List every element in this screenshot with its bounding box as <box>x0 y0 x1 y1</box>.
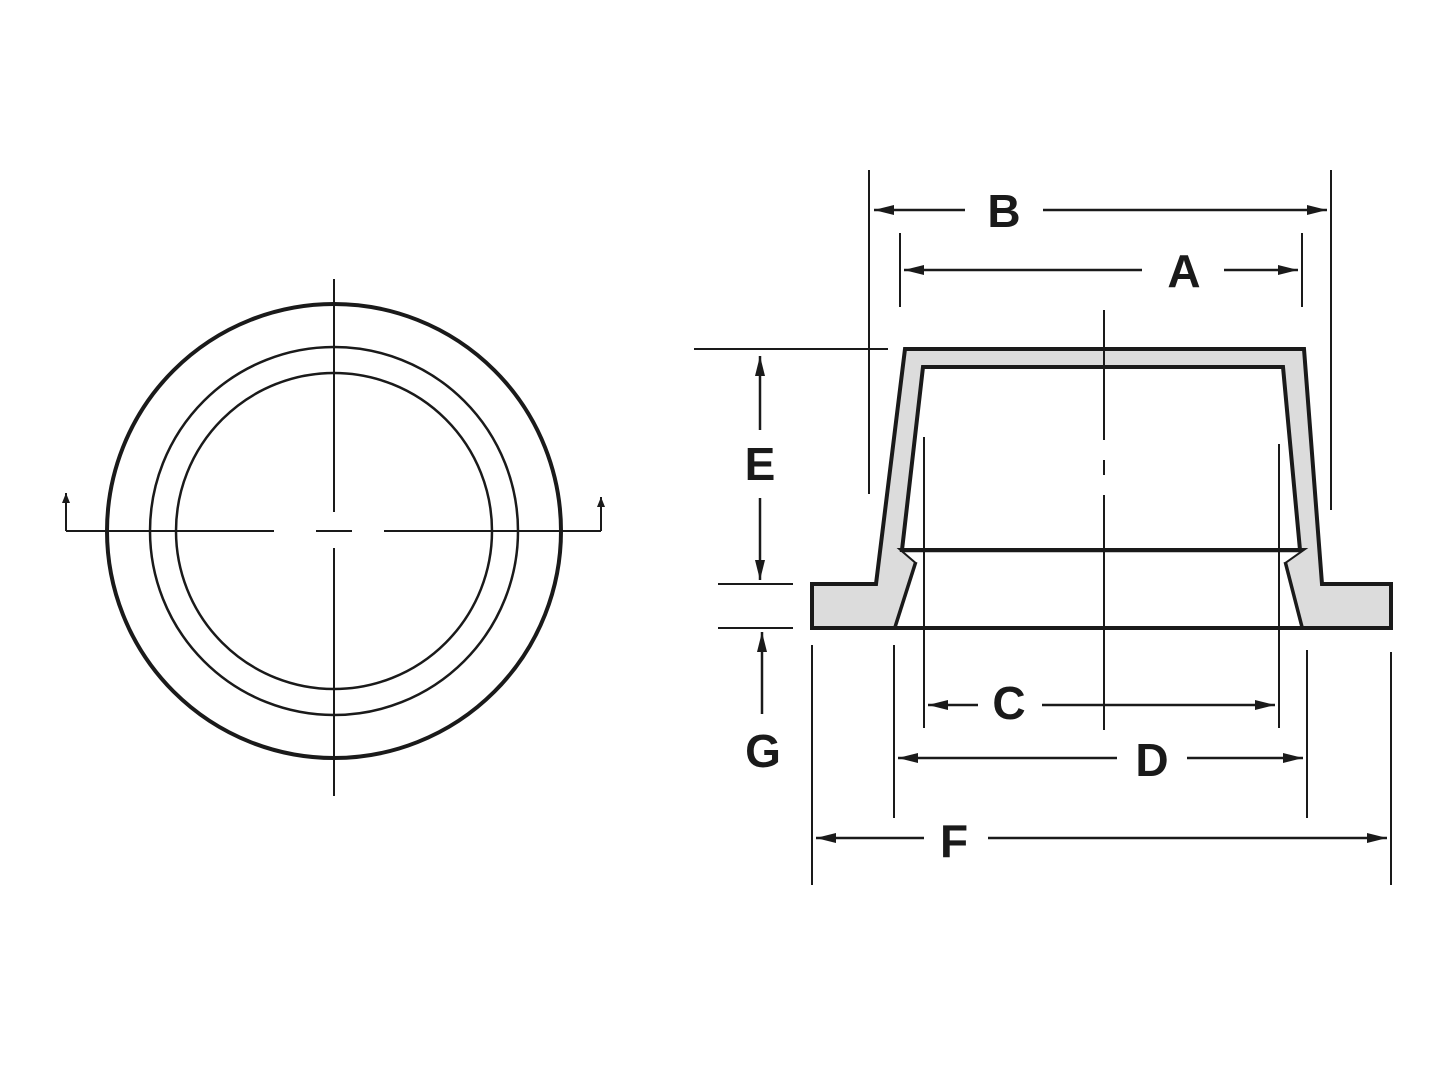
dim-label-g: G <box>745 725 781 777</box>
dim-label-a: A <box>1167 245 1200 297</box>
dimension-labels: B A E G C D F <box>745 185 1201 867</box>
cap-inner-cavity <box>899 365 1303 552</box>
dim-label-d: D <box>1135 734 1168 786</box>
extension-lines <box>694 170 1392 885</box>
side-section-view <box>810 310 1393 730</box>
section-line <box>62 493 605 532</box>
dim-label-b: B <box>987 185 1020 237</box>
dim-label-e: E <box>745 438 776 490</box>
dim-label-f: F <box>940 815 968 867</box>
inner-left-taper <box>893 561 918 629</box>
dim-label-c: C <box>992 677 1025 729</box>
cap-opening <box>895 550 1302 628</box>
dimension-lines <box>755 205 1387 843</box>
top-view <box>62 279 605 796</box>
inner-right-taper <box>1283 561 1304 629</box>
